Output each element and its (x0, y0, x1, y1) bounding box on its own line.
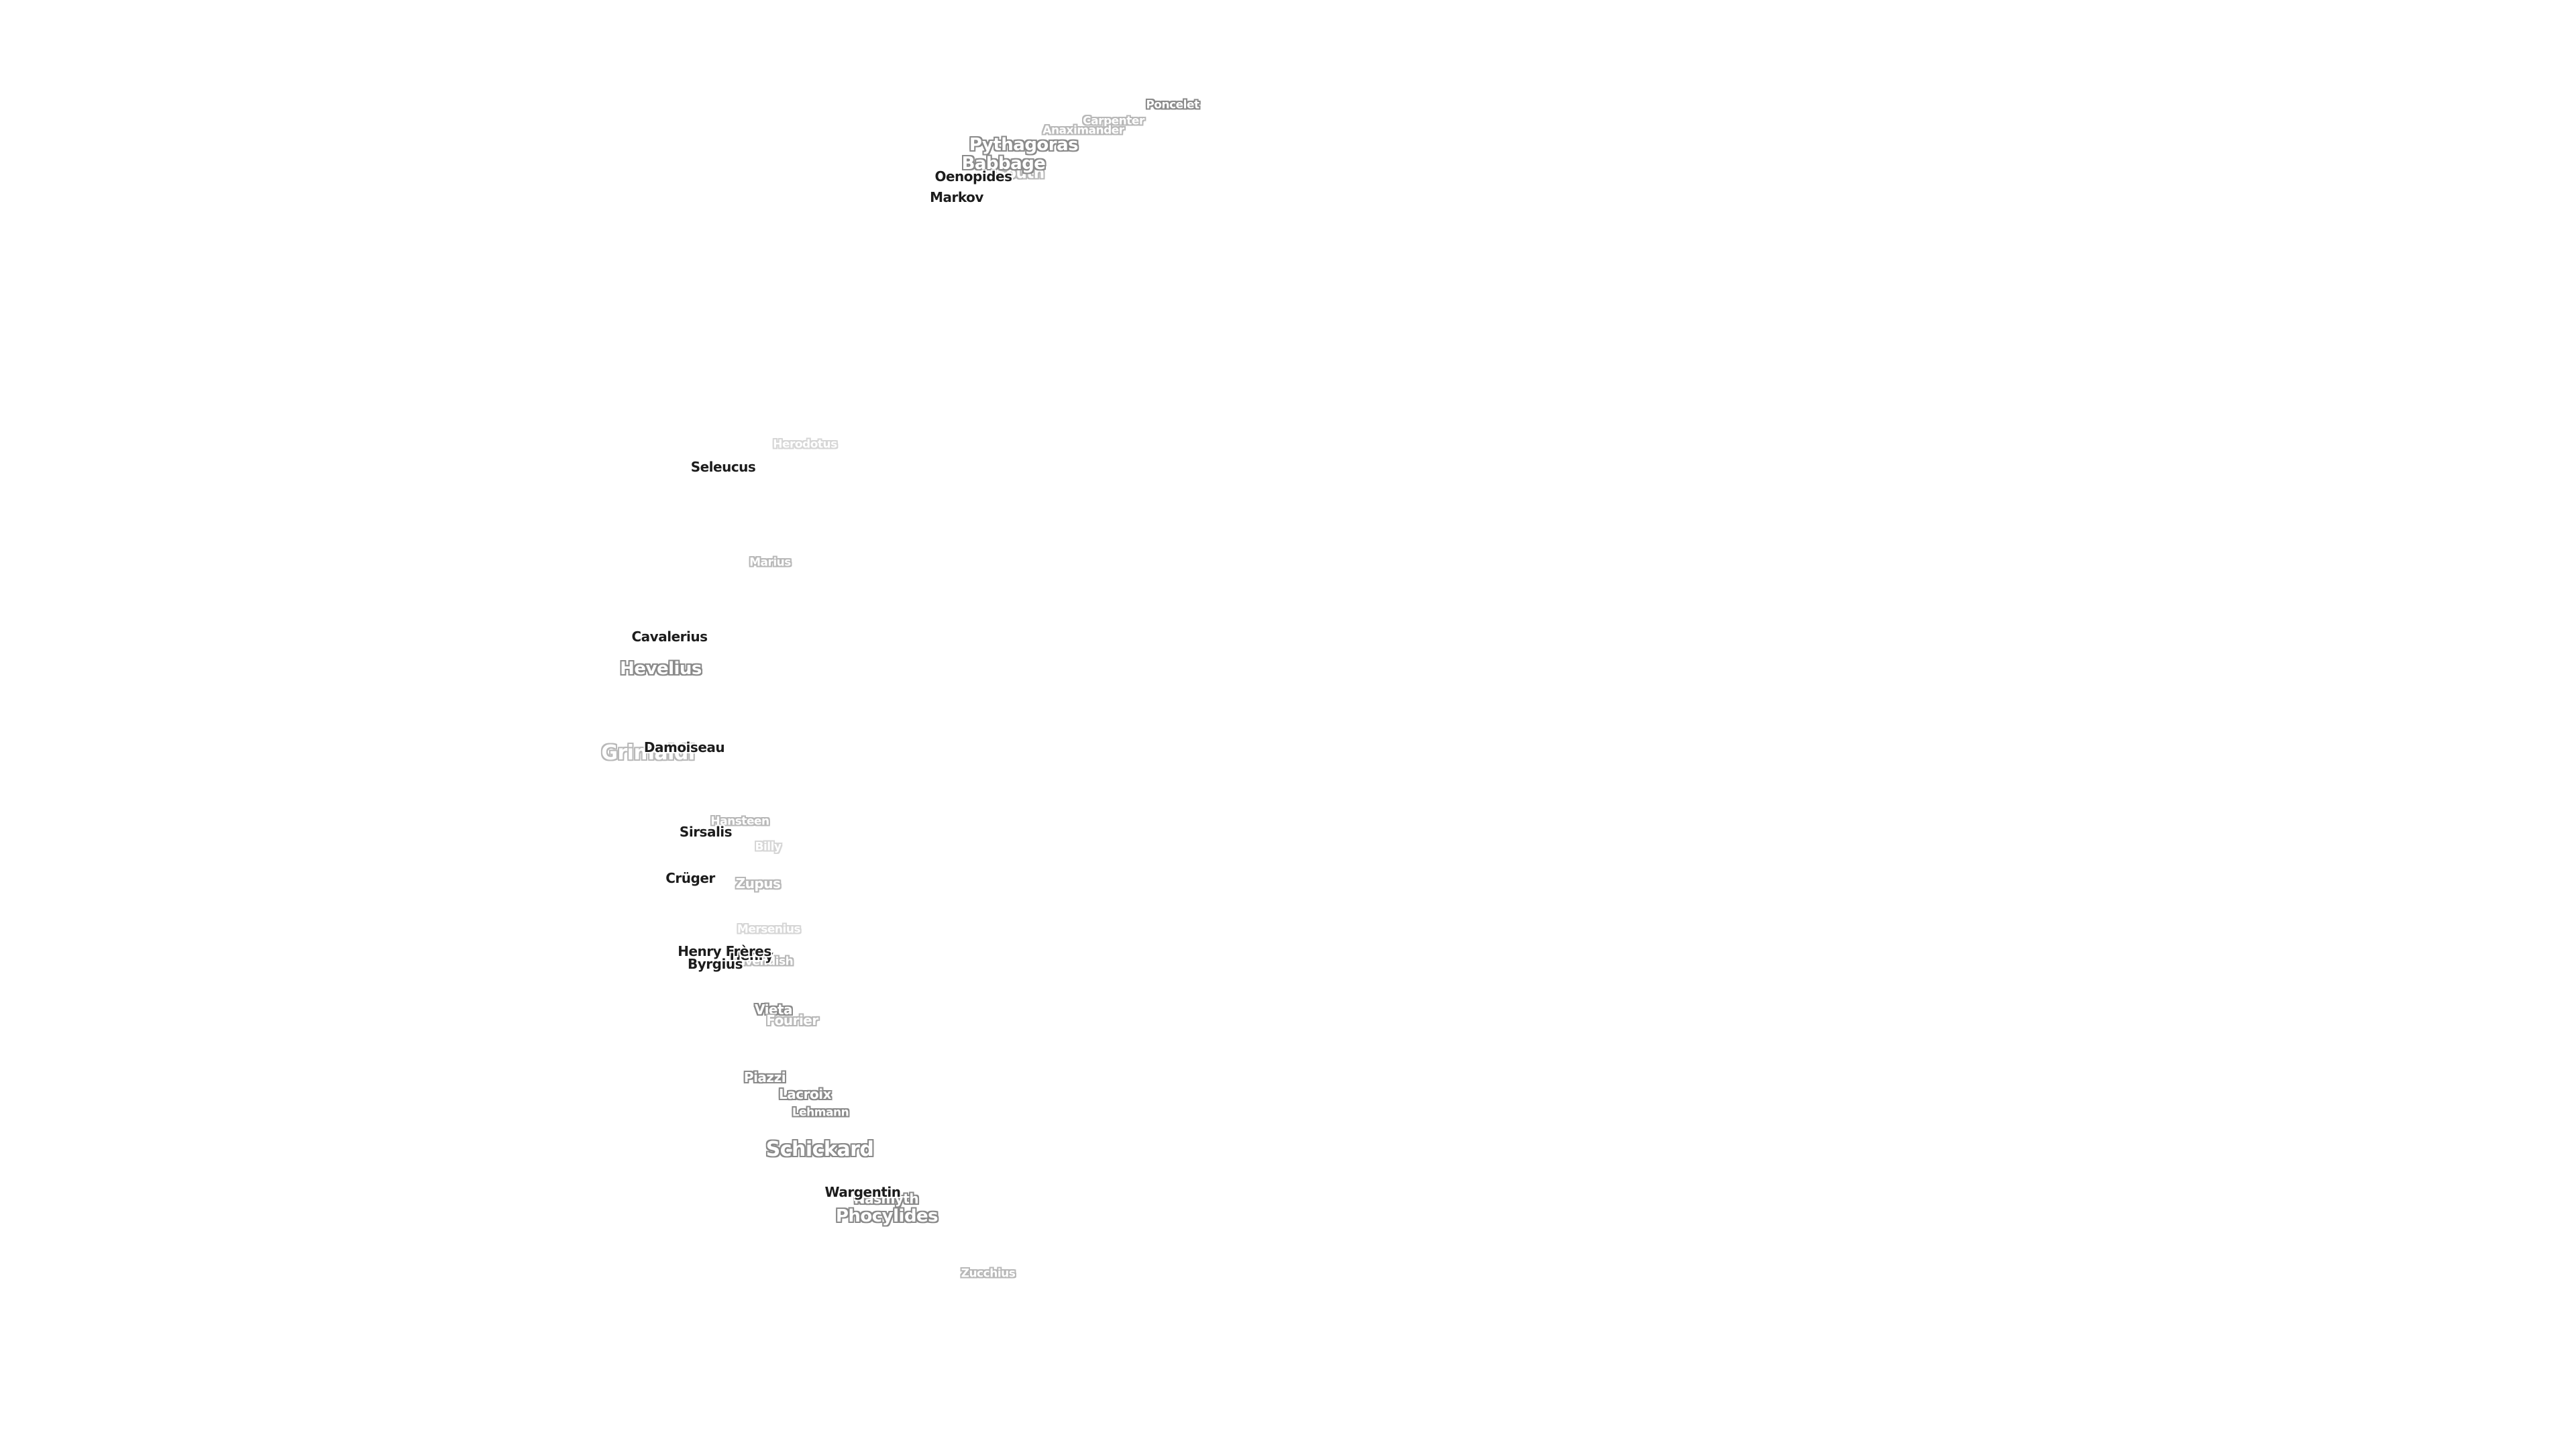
crater-label-damoiseau: Damoiseau (643, 739, 725, 755)
crater-label-hevelius: Hevelius (620, 659, 702, 679)
crater-label-schickard: Schickard (765, 1138, 874, 1161)
crater-label-piazzi: Piazzi (743, 1069, 786, 1085)
crater-label-cavendish: Cavendish (729, 955, 794, 969)
crater-label-oenopides: Oenopides (934, 168, 1012, 184)
crater-label-cruger: Crüger (665, 870, 715, 886)
crater-label-grimaldi: Grimaldi (601, 741, 695, 765)
crater-label-sirsalis: Sirsalis (679, 824, 733, 840)
crater-label-mersenius: Mersenius (737, 922, 801, 936)
crater-label-anaximander: Anaximander (1042, 123, 1124, 138)
crater-label-carpenter: Carpenter (1083, 114, 1144, 128)
crater-label-hansteen: Hansteen (710, 814, 769, 828)
crater-label-henry-freres: Henry Frères (678, 943, 771, 959)
crater-label-poncelet: Poncelet (1146, 98, 1199, 112)
crater-label-billy: Billy (755, 840, 782, 854)
crater-label-pythagoras: Pythagoras (969, 135, 1079, 155)
crater-label-vieta: Vieta (754, 1002, 793, 1018)
crater-label-lehmann: Lehmann (792, 1106, 849, 1120)
crater-label-south: South (995, 164, 1044, 182)
crater-label-lacroix: Lacroix (779, 1086, 831, 1102)
crater-label-fourier: Fourier (766, 1012, 818, 1028)
crater-label-henry: Henry (729, 947, 773, 963)
crater-label-phocylides: Phocylides (835, 1206, 938, 1226)
crater-label-marius: Marius (749, 555, 791, 570)
crater-label-markov: Markov (930, 189, 983, 205)
crater-label-babbage: Babbage (961, 154, 1046, 174)
crater-label-cavalerius: Cavalerius (631, 629, 708, 645)
crater-label-wargentin: Wargentin (824, 1184, 901, 1200)
crater-label-herodotus: Herodotus (773, 437, 837, 451)
crater-label-zupus: Zupus (735, 875, 781, 892)
crater-label-byrgius: Byrgius (688, 956, 743, 972)
crater-label-nasmyth: Nasmyth (853, 1191, 919, 1207)
crater-label-seleucus: Seleucus (690, 459, 756, 475)
crater-label-zucchius: Zucchius (961, 1267, 1016, 1281)
